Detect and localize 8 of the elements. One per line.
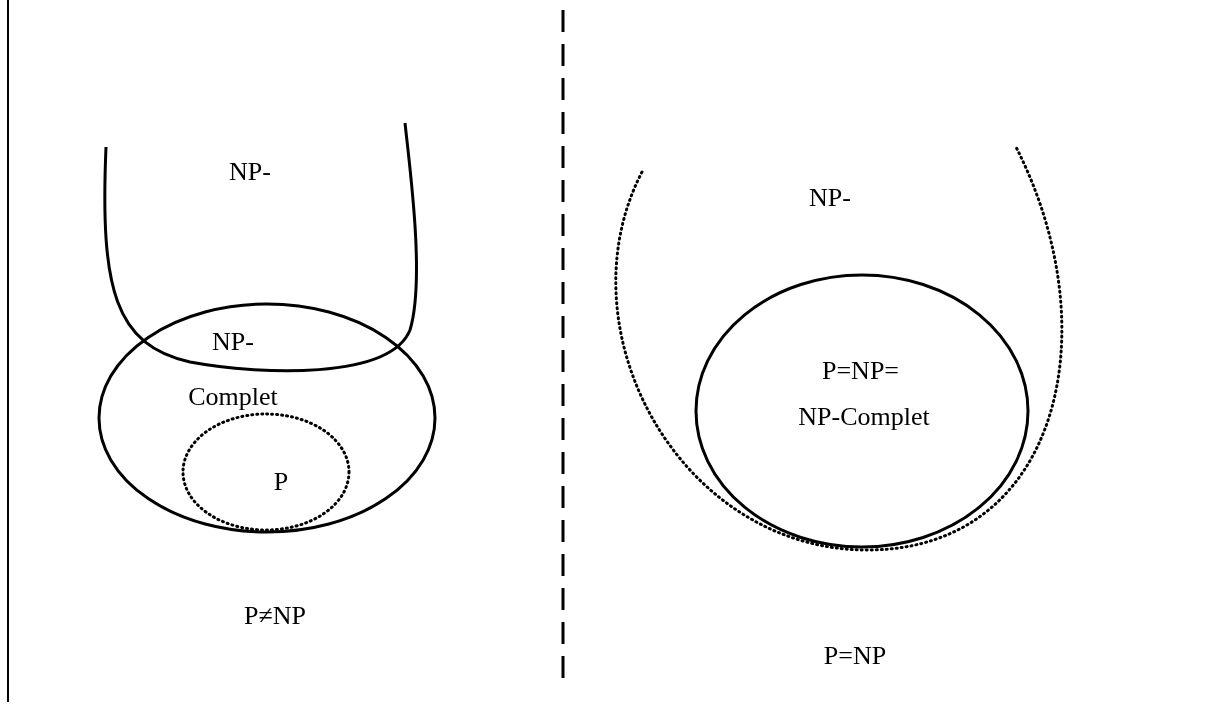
- set-label: P: [272, 466, 290, 498]
- set-label: NP- Complet: [187, 326, 279, 413]
- set-label: NP-: [228, 156, 272, 188]
- set-label: P=NP=: [822, 355, 901, 387]
- caption-text: P=NP: [822, 640, 888, 672]
- caption-text: P≠NP: [243, 600, 307, 632]
- set-label: NP-Complet: [797, 401, 931, 433]
- set-label: NP-: [808, 182, 852, 214]
